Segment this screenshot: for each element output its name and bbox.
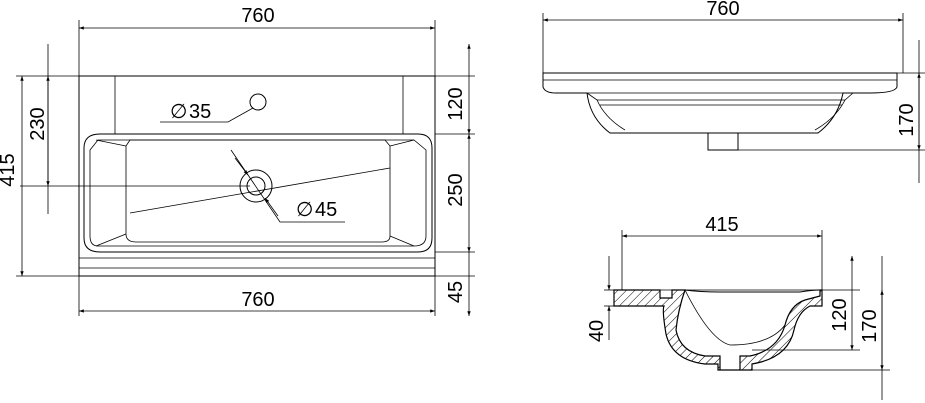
label-tap-hole: 35 xyxy=(189,101,211,123)
dim-top-width: 760 xyxy=(241,5,274,27)
dim-section-depth: 415 xyxy=(705,214,738,236)
dim-front-rim: 45 xyxy=(445,281,467,303)
bowl-outline xyxy=(83,133,433,253)
dim-deck-depth: 120 xyxy=(445,87,467,120)
label-drain-hole: 45 xyxy=(315,199,337,221)
tap-hole xyxy=(249,93,267,111)
label-drain-dia-symbol: ∅ xyxy=(296,199,313,221)
dim-bowl-depth: 250 xyxy=(445,173,467,206)
top-view: 760 760 415 230 120 250 45 ∅ 35 ∅ 45 xyxy=(0,5,475,317)
dim-rim-thickness: 40 xyxy=(586,320,608,342)
dim-drain-offset: 230 xyxy=(27,107,49,140)
dim-front-width: 760 xyxy=(706,0,739,20)
dim-bottom-width: 760 xyxy=(241,289,274,311)
dim-front-height: 170 xyxy=(896,103,918,136)
front-view: 760 170 xyxy=(542,0,925,183)
section-hatch xyxy=(613,289,823,371)
dim-section-height: 170 xyxy=(859,309,881,342)
basin-outline xyxy=(78,75,436,277)
label-tap-dia-symbol: ∅ xyxy=(170,101,187,123)
front-view-outline xyxy=(542,72,898,134)
dim-section-bowl-depth: 120 xyxy=(829,298,851,331)
section-view: 415 40 120 170 xyxy=(586,214,890,400)
dim-total-depth: 415 xyxy=(0,153,19,186)
